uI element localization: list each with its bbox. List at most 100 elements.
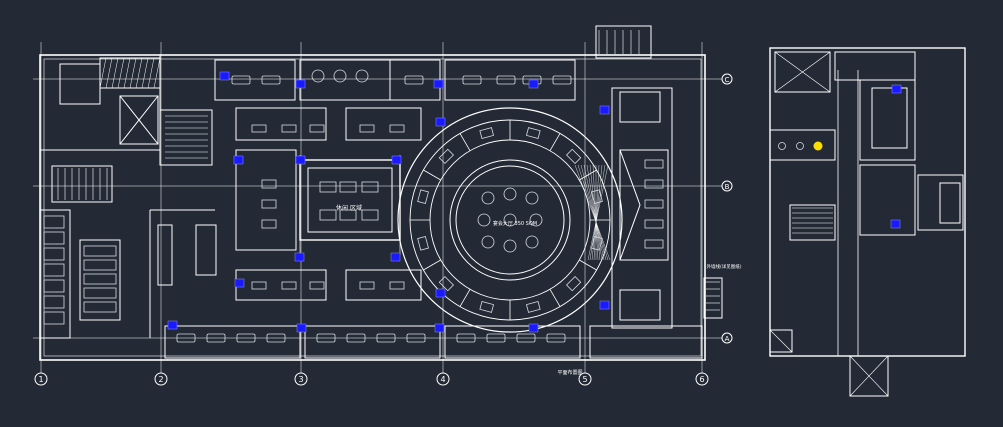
washroom-stall <box>43 263 65 277</box>
round-table <box>355 69 369 83</box>
washroom-stall <box>43 311 65 325</box>
table-bottom <box>206 333 226 343</box>
table-bottom <box>516 333 536 343</box>
table-bottom <box>546 333 566 343</box>
toilet-room <box>59 63 101 105</box>
axis-label-6: 6 <box>699 375 704 384</box>
washroom-fixture <box>83 273 117 285</box>
private-room-bottom-0 <box>164 325 301 359</box>
banquet-round-table <box>503 187 517 201</box>
hatch-line <box>123 57 131 89</box>
banquet-ring <box>429 139 591 301</box>
green-room-bottom <box>619 289 661 321</box>
table <box>251 124 267 133</box>
booth-table <box>479 301 495 313</box>
booth-table <box>566 276 582 292</box>
fire-exit-sign-icon <box>390 252 401 262</box>
fire-exit-sign-icon <box>295 79 306 89</box>
fan-hatch <box>591 164 603 261</box>
banquet-core <box>449 159 571 281</box>
fixtures <box>43 69 804 343</box>
truss-cross <box>774 51 831 93</box>
annex-side-room <box>917 174 964 231</box>
annex-shaft <box>769 329 793 353</box>
lounge-center <box>299 159 401 241</box>
fire-exit-sign-icon <box>435 117 446 127</box>
axis-label-5: 5 <box>582 375 587 384</box>
main-outline-inner <box>43 58 702 357</box>
fire-exit-sign-icon <box>219 71 230 81</box>
axis-bubble-c: C <box>721 73 733 85</box>
fire-exit-sign-icon <box>528 323 539 333</box>
table <box>281 124 297 133</box>
stage-seat <box>644 239 664 249</box>
fan-hatch <box>593 164 600 261</box>
service-block <box>39 54 161 151</box>
axis-bubble-b: B <box>721 180 733 192</box>
fan-hatch <box>580 164 607 261</box>
table <box>359 281 375 290</box>
table-bottom <box>236 333 256 343</box>
booth-table <box>417 235 429 251</box>
banquet-partition <box>459 289 471 307</box>
fan-hatch <box>577 164 609 261</box>
fire-exit-sign-icon <box>167 320 178 330</box>
round-table <box>311 69 325 83</box>
booth-table <box>479 127 495 139</box>
banquet-round-table <box>481 191 495 205</box>
private-room-top-3 <box>444 59 576 101</box>
fixture-circle <box>778 142 786 150</box>
washroom-stall <box>43 279 65 293</box>
lounge-left <box>235 149 297 251</box>
elevator-cross <box>849 355 889 397</box>
sofa <box>261 199 277 209</box>
axis-bubble-1: 1 <box>34 372 48 386</box>
banquet-round-table <box>481 235 495 249</box>
stage-inner <box>619 149 669 261</box>
hatch-line <box>147 57 155 89</box>
lounge-label: 休闲 区域 <box>336 204 362 212</box>
booth-table <box>438 148 454 164</box>
banquet-round-table <box>525 235 539 249</box>
washroom-fixture <box>83 301 117 313</box>
dining-row-top-right <box>345 107 422 141</box>
fire-exit-sign-icon <box>434 323 445 333</box>
banquet-partition <box>423 169 441 181</box>
banquet-partition <box>549 289 561 307</box>
fire-exit-sign-icon <box>391 155 402 165</box>
dining-row-bottom-right <box>345 269 422 301</box>
annex-room-left <box>769 129 836 161</box>
elevator-shaft <box>119 95 159 145</box>
stage-fan <box>574 164 611 261</box>
table-bottom <box>176 333 196 343</box>
counter <box>157 224 173 286</box>
elevator-cross <box>119 95 159 145</box>
banquet-hall-label: 宴会大厅 350 SQM <box>493 220 537 227</box>
hatch-line <box>117 57 125 89</box>
drawing-title: 平面布置图 <box>557 369 582 376</box>
hatch-line <box>111 57 119 89</box>
fire-exit-sign-icon <box>294 252 305 262</box>
axis-label-3: 3 <box>298 375 303 384</box>
table <box>251 281 267 290</box>
dining-row-top-left <box>235 107 327 141</box>
fixture-circle <box>796 142 804 150</box>
washroom-left <box>39 209 71 339</box>
banquet-core-inner <box>455 165 565 275</box>
fire-exit-sign-icon <box>891 84 902 94</box>
hatch-line <box>135 57 143 89</box>
fire-exit-sign-icon <box>295 155 306 165</box>
fan-hatch <box>592 164 599 261</box>
wall-lines <box>33 25 966 397</box>
fire-exit-sign-icon <box>233 155 244 165</box>
main-outline <box>39 54 706 361</box>
table-bottom <box>376 333 396 343</box>
axis-bubble-4: 4 <box>436 372 450 386</box>
booth-table <box>438 276 454 292</box>
office-room <box>589 325 703 359</box>
annex-top-room <box>834 51 916 81</box>
dining-row-bottom-left <box>235 269 327 301</box>
fire-exit-sign-icon <box>599 105 610 115</box>
washroom-fixture <box>83 245 117 257</box>
sofa <box>261 179 277 189</box>
